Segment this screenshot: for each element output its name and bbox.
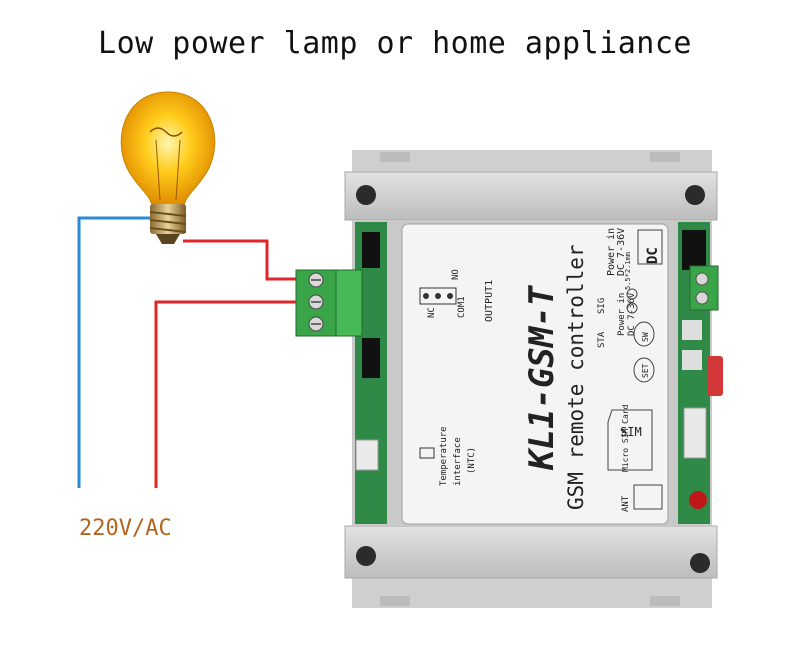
dc-label: DC — [645, 247, 661, 264]
jack-size-label: 5.5*2.1mm — [624, 252, 632, 290]
output-label: OUTPUT1 — [484, 280, 495, 322]
device-name-label: GSM remote controller — [564, 244, 588, 510]
supply-voltage-label: 220V/AC — [79, 516, 172, 541]
terminal-com-label: COM1 — [457, 296, 467, 318]
sim-label: SIM — [620, 425, 642, 439]
temp-label-line1: Temperature — [439, 426, 449, 486]
model-label: KL1-GSM-T — [522, 284, 562, 471]
neutral-wire — [77, 216, 160, 488]
sig-label: SIG — [597, 298, 607, 314]
output-terminal-block — [295, 269, 363, 337]
micro-sim-label: Micro SIM Card — [621, 404, 630, 472]
power-in-label-2: Power in — [617, 293, 627, 336]
terminal-no-label: NO — [451, 269, 461, 280]
power-terminal-block — [689, 265, 719, 311]
temp-label-line3: (NTC) — [467, 447, 477, 474]
power-in-label: Power in — [606, 228, 617, 276]
label-panel — [401, 223, 669, 525]
sw-button-label: SW — [641, 332, 650, 342]
sta-label: STA — [597, 331, 607, 348]
terminal-nc-label: NC — [427, 307, 437, 318]
ant-label: ANT — [621, 495, 631, 512]
live-wire — [154, 239, 312, 488]
diagram-title: Low power lamp or home appliance — [98, 26, 692, 61]
set-button-label: SET — [641, 363, 650, 378]
temp-label-line2: interface — [453, 437, 463, 486]
light-bulb-icon — [120, 91, 216, 244]
power-range-label-2: DC 7-36V — [627, 292, 637, 336]
power-range-label: DC 7-36V — [616, 228, 627, 276]
